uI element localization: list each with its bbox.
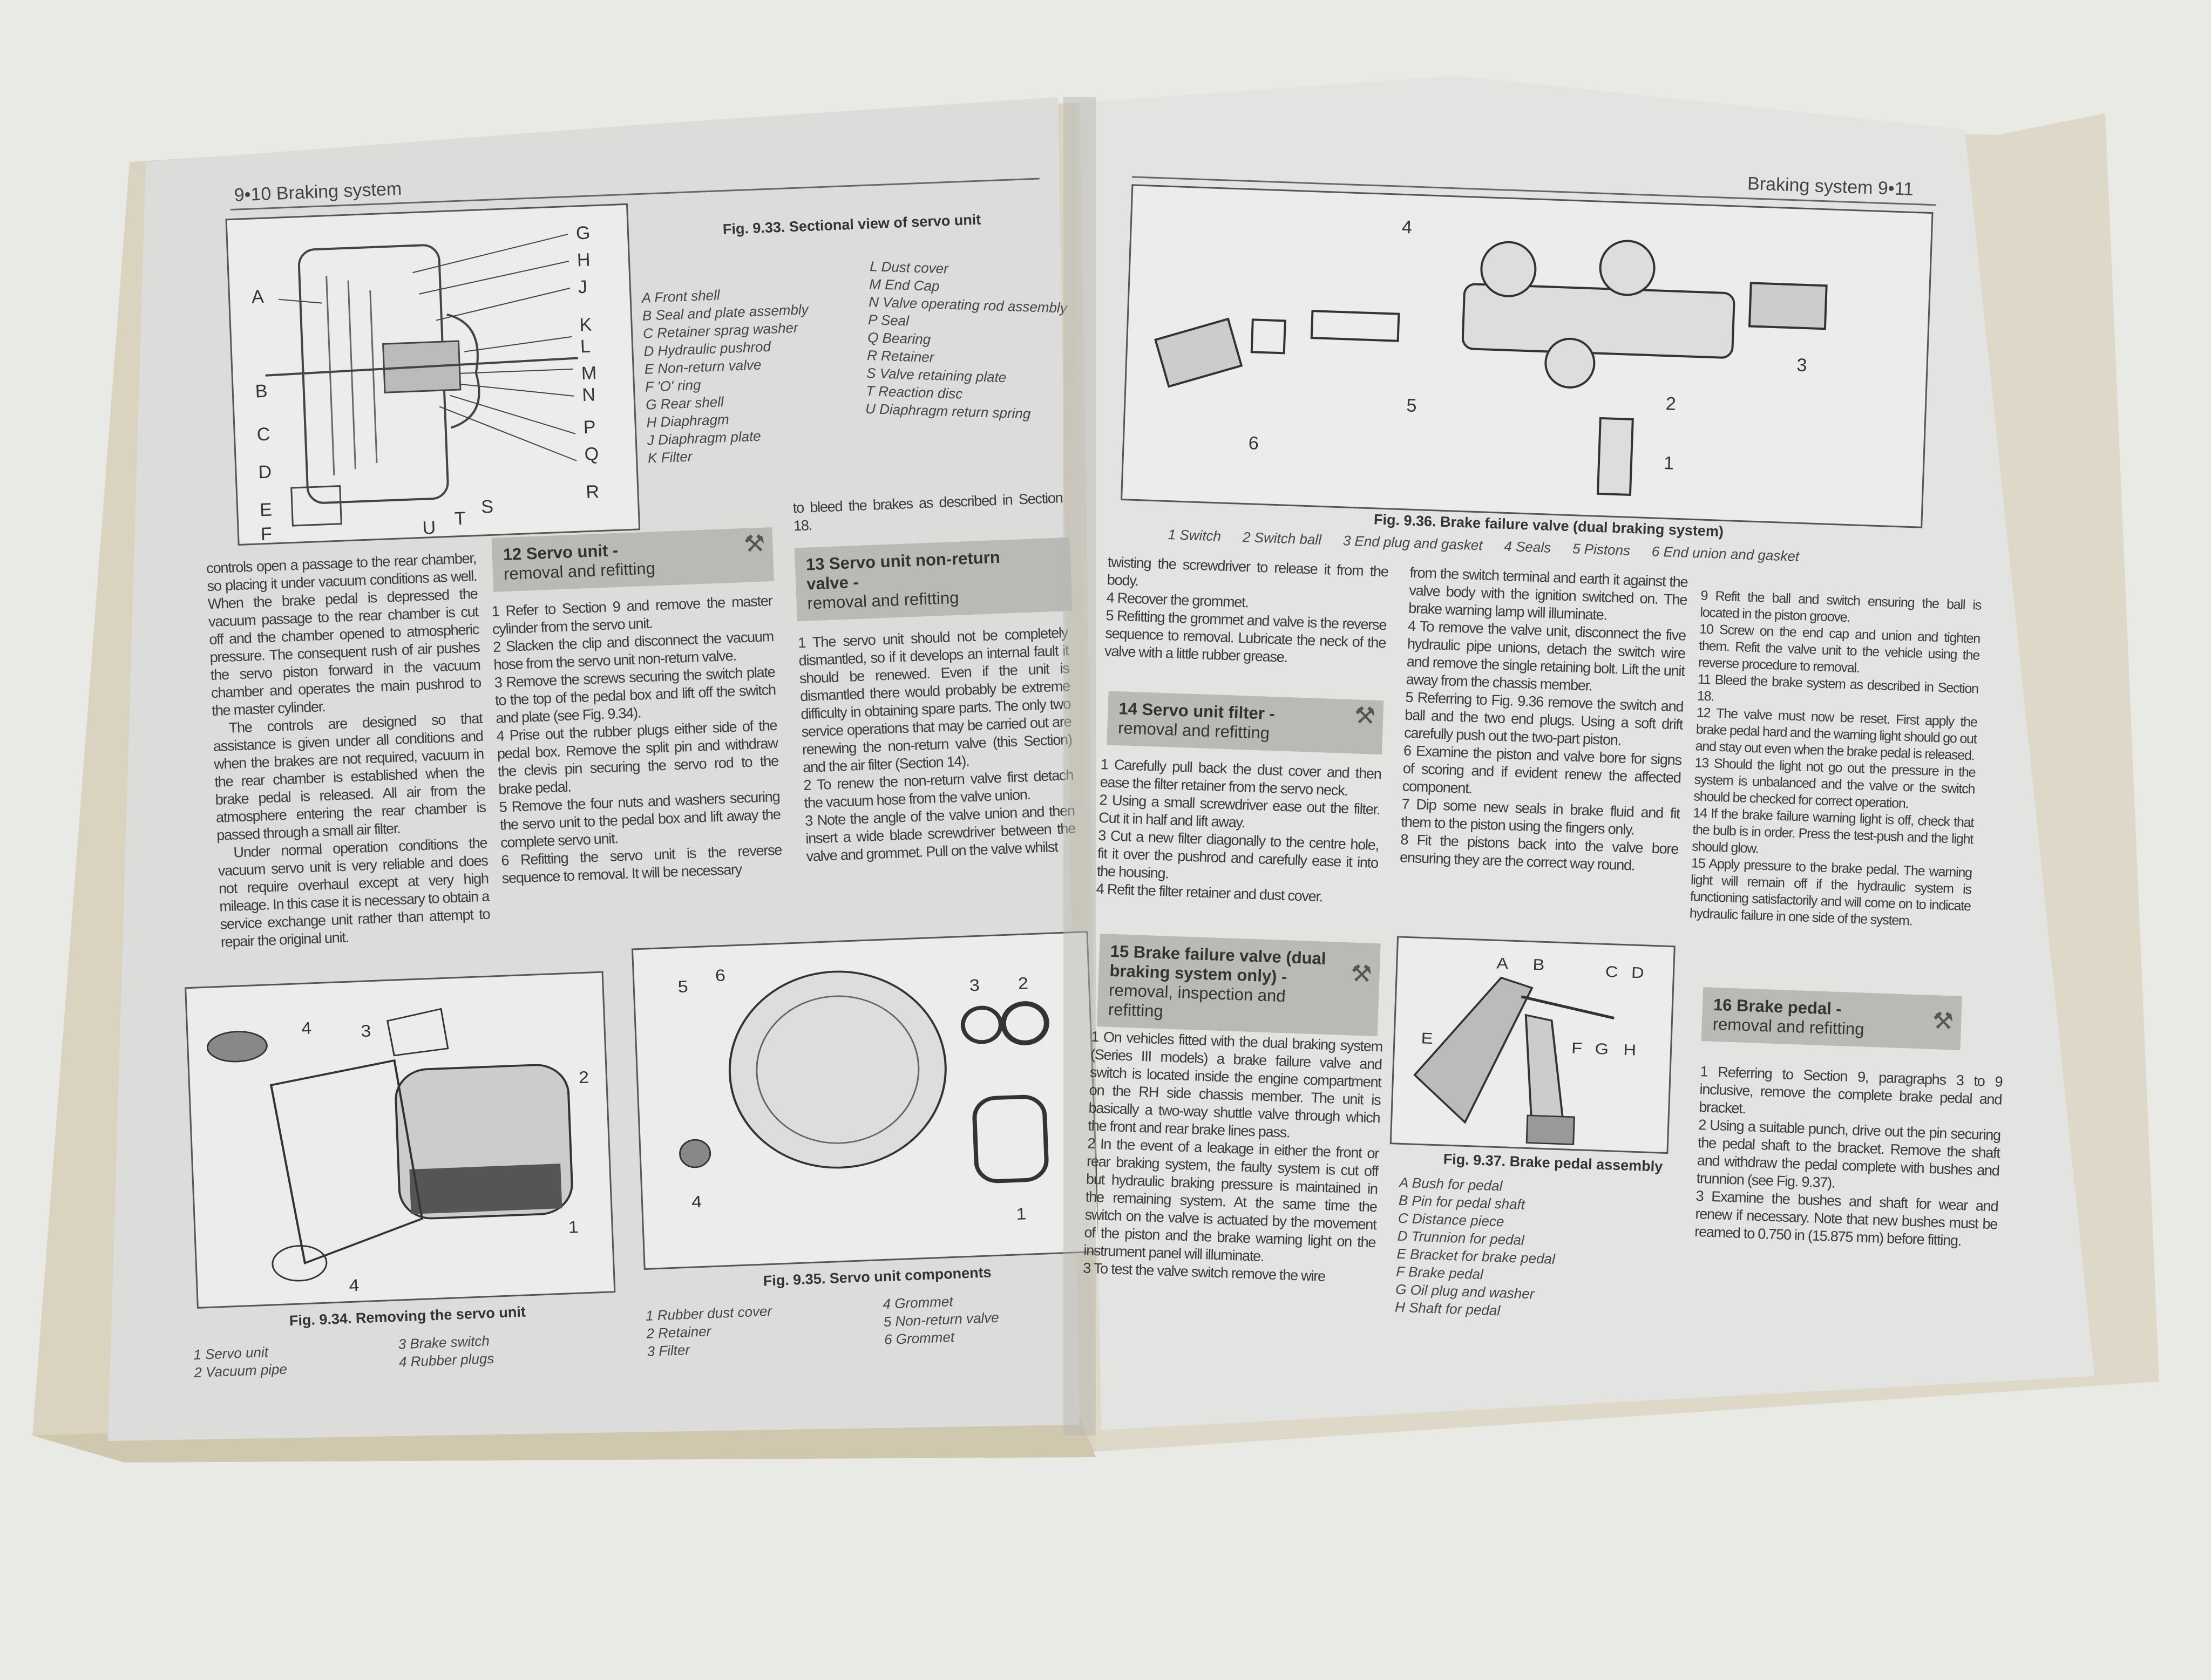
wrench-tools-icon: ⚒ — [1354, 702, 1376, 730]
label-3: 3 — [361, 1021, 371, 1040]
label-4-top: 4 — [301, 1018, 311, 1038]
label-C: C — [256, 424, 270, 445]
label-6: 6 — [715, 966, 725, 985]
legend-item: 6 End union and gasket — [1651, 543, 1800, 564]
section-number: 15 — [1110, 941, 1129, 961]
section-subtitle: removal, inspection and refitting — [1108, 980, 1286, 1021]
label-N: N — [582, 384, 596, 405]
section-subtitle: removal and refitting — [1712, 1014, 1865, 1039]
paragraph: from the switch terminal and earth it ag… — [1408, 564, 1688, 623]
label-H: H — [577, 250, 591, 271]
legend-item: 1 Switch — [1168, 526, 1222, 545]
label-D: D — [258, 461, 272, 482]
label-M: M — [581, 363, 597, 384]
label-G: G — [1595, 1040, 1609, 1058]
wrench-tools-icon: ⚒ — [1350, 960, 1373, 988]
legend-item: 2 Switch ball — [1242, 528, 1322, 548]
label-R: R — [586, 481, 600, 502]
figure-9-37-brake-pedal: A B C D E F G H — [1389, 936, 1676, 1154]
label-E: E — [1421, 1029, 1433, 1047]
label-5: 5 — [677, 977, 688, 996]
label-5: 5 — [1406, 395, 1417, 416]
label-1: 1 — [1663, 453, 1674, 474]
section-14-heading: 14 Servo unit filter - removal and refit… — [1107, 691, 1384, 755]
label-2: 2 — [1018, 974, 1028, 993]
paragraph: 2 Using a suitable punch, drive out the … — [1696, 1117, 2001, 1191]
label-S: S — [481, 496, 494, 518]
label-T: T — [454, 508, 466, 529]
label-4: 4 — [1401, 217, 1412, 238]
label-H: H — [1623, 1041, 1637, 1059]
label-E: E — [260, 499, 273, 520]
label-D: D — [1631, 964, 1645, 982]
section-number: 16 — [1713, 995, 1733, 1015]
label-L: L — [580, 336, 591, 357]
section-15-heading: 15 Brake failure valve (dual braking sys… — [1096, 934, 1381, 1037]
label-3: 3 — [1796, 355, 1807, 376]
legend-item: 5 Pistons — [1572, 540, 1631, 559]
label-C: C — [1605, 963, 1618, 981]
paragraph: 13 Should the light not go out the press… — [1693, 755, 1976, 812]
figure-9-35-servo-components: 5 6 3 2 4 1 — [631, 931, 1101, 1270]
section-number: 14 — [1118, 699, 1138, 719]
paragraph: 14 If the brake failure warning light is… — [1691, 805, 1974, 856]
figure-9-33-servo-section: A B C D E F G H J K L M N P Q R S — [225, 203, 641, 546]
section-14-text: 1 Carefully pull back the dust cover and… — [1096, 756, 1381, 908]
label-2: 2 — [578, 1067, 589, 1087]
section-subtitle: removal and refitting — [1117, 718, 1270, 743]
paragraph: 12 The valve must now be reset. First ap… — [1695, 705, 1978, 764]
figure-9-34-removing-servo: 4 3 2 1 4 — [185, 971, 616, 1309]
section-title: Brake pedal - — [1736, 996, 1842, 1019]
paragraph: 10 Screw on the end cap and union and ti… — [1698, 621, 1981, 676]
figure-9-36-brake-failure-valve: 4 3 2 1 5 6 — [1121, 184, 1934, 528]
paragraph: 3 Examine the bushes and shaft for wear … — [1694, 1187, 1998, 1249]
wrench-tools-icon: ⚒ — [1931, 1008, 1955, 1035]
label-J: J — [578, 277, 587, 298]
paragraph: 15 Apply pressure to the brake pedal. Th… — [1689, 855, 1972, 929]
column-3-text: 9 Refit the ball and switch ensuring the… — [1689, 588, 1981, 932]
paragraph: 4 To remove the valve unit, disconnect t… — [1406, 617, 1686, 694]
label-B: B — [255, 381, 268, 402]
label-G: G — [575, 222, 591, 243]
paragraph: 6 Examine the piston and valve bore for … — [1402, 742, 1682, 797]
label-1: 1 — [568, 1217, 579, 1236]
column-2-text: from the switch terminal and earth it ag… — [1400, 564, 1688, 876]
page-header: Braking system 9•11 — [1747, 173, 1914, 200]
label-Q: Q — [584, 444, 599, 465]
paragraph: 2 In the event of a leakage in either th… — [1083, 1135, 1379, 1265]
label-B: B — [1532, 956, 1545, 974]
label-K: K — [579, 314, 592, 335]
paragraph: 1 On vehicles fitted with the dual braki… — [1088, 1028, 1383, 1141]
paragraph: 5 Refitting the grommet and valve is the… — [1104, 607, 1387, 665]
label-U: U — [422, 518, 436, 539]
label-6: 6 — [1248, 433, 1259, 454]
paragraph: 3 Cut a new filter diagonally to the cen… — [1096, 827, 1379, 882]
section-16-text: 1 Referring to Section 9, paragraphs 3 t… — [1694, 1063, 2003, 1251]
label-3: 3 — [969, 976, 980, 995]
paragraph: 5 Referring to Fig. 9.36 remove the swit… — [1403, 689, 1684, 749]
label-4: 4 — [691, 1192, 702, 1211]
fig-9-37-caption: Fig. 9.37. Brake pedal assembly — [1443, 1151, 1663, 1175]
label-4-bottom: 4 — [349, 1275, 360, 1295]
section-title: Brake failure valve (dual braking system… — [1109, 942, 1326, 987]
fig-9-37-legend: A Bush for pedal B Pin for pedal shaft C… — [1395, 1174, 1558, 1322]
label-2: 2 — [1665, 393, 1676, 414]
label-F: F — [260, 524, 272, 544]
label-1: 1 — [1016, 1205, 1027, 1223]
section-15-text: 1 On vehicles fitted with the dual braki… — [1083, 1028, 1383, 1288]
legend-item: 3 End plug and gasket — [1342, 532, 1483, 554]
label-A: A — [251, 287, 264, 308]
section-16-heading: 16 Brake pedal - removal and refitting ⚒ — [1701, 987, 1962, 1050]
legend-item: 4 Seals — [1503, 538, 1551, 556]
column-1-text: twisting the screwdriver to release it f… — [1104, 553, 1389, 670]
label-A: A — [1496, 954, 1509, 972]
label-P: P — [583, 417, 596, 438]
label-F: F — [1571, 1039, 1583, 1057]
paragraph: 1 Referring to Section 9, paragraphs 3 t… — [1698, 1063, 2003, 1117]
